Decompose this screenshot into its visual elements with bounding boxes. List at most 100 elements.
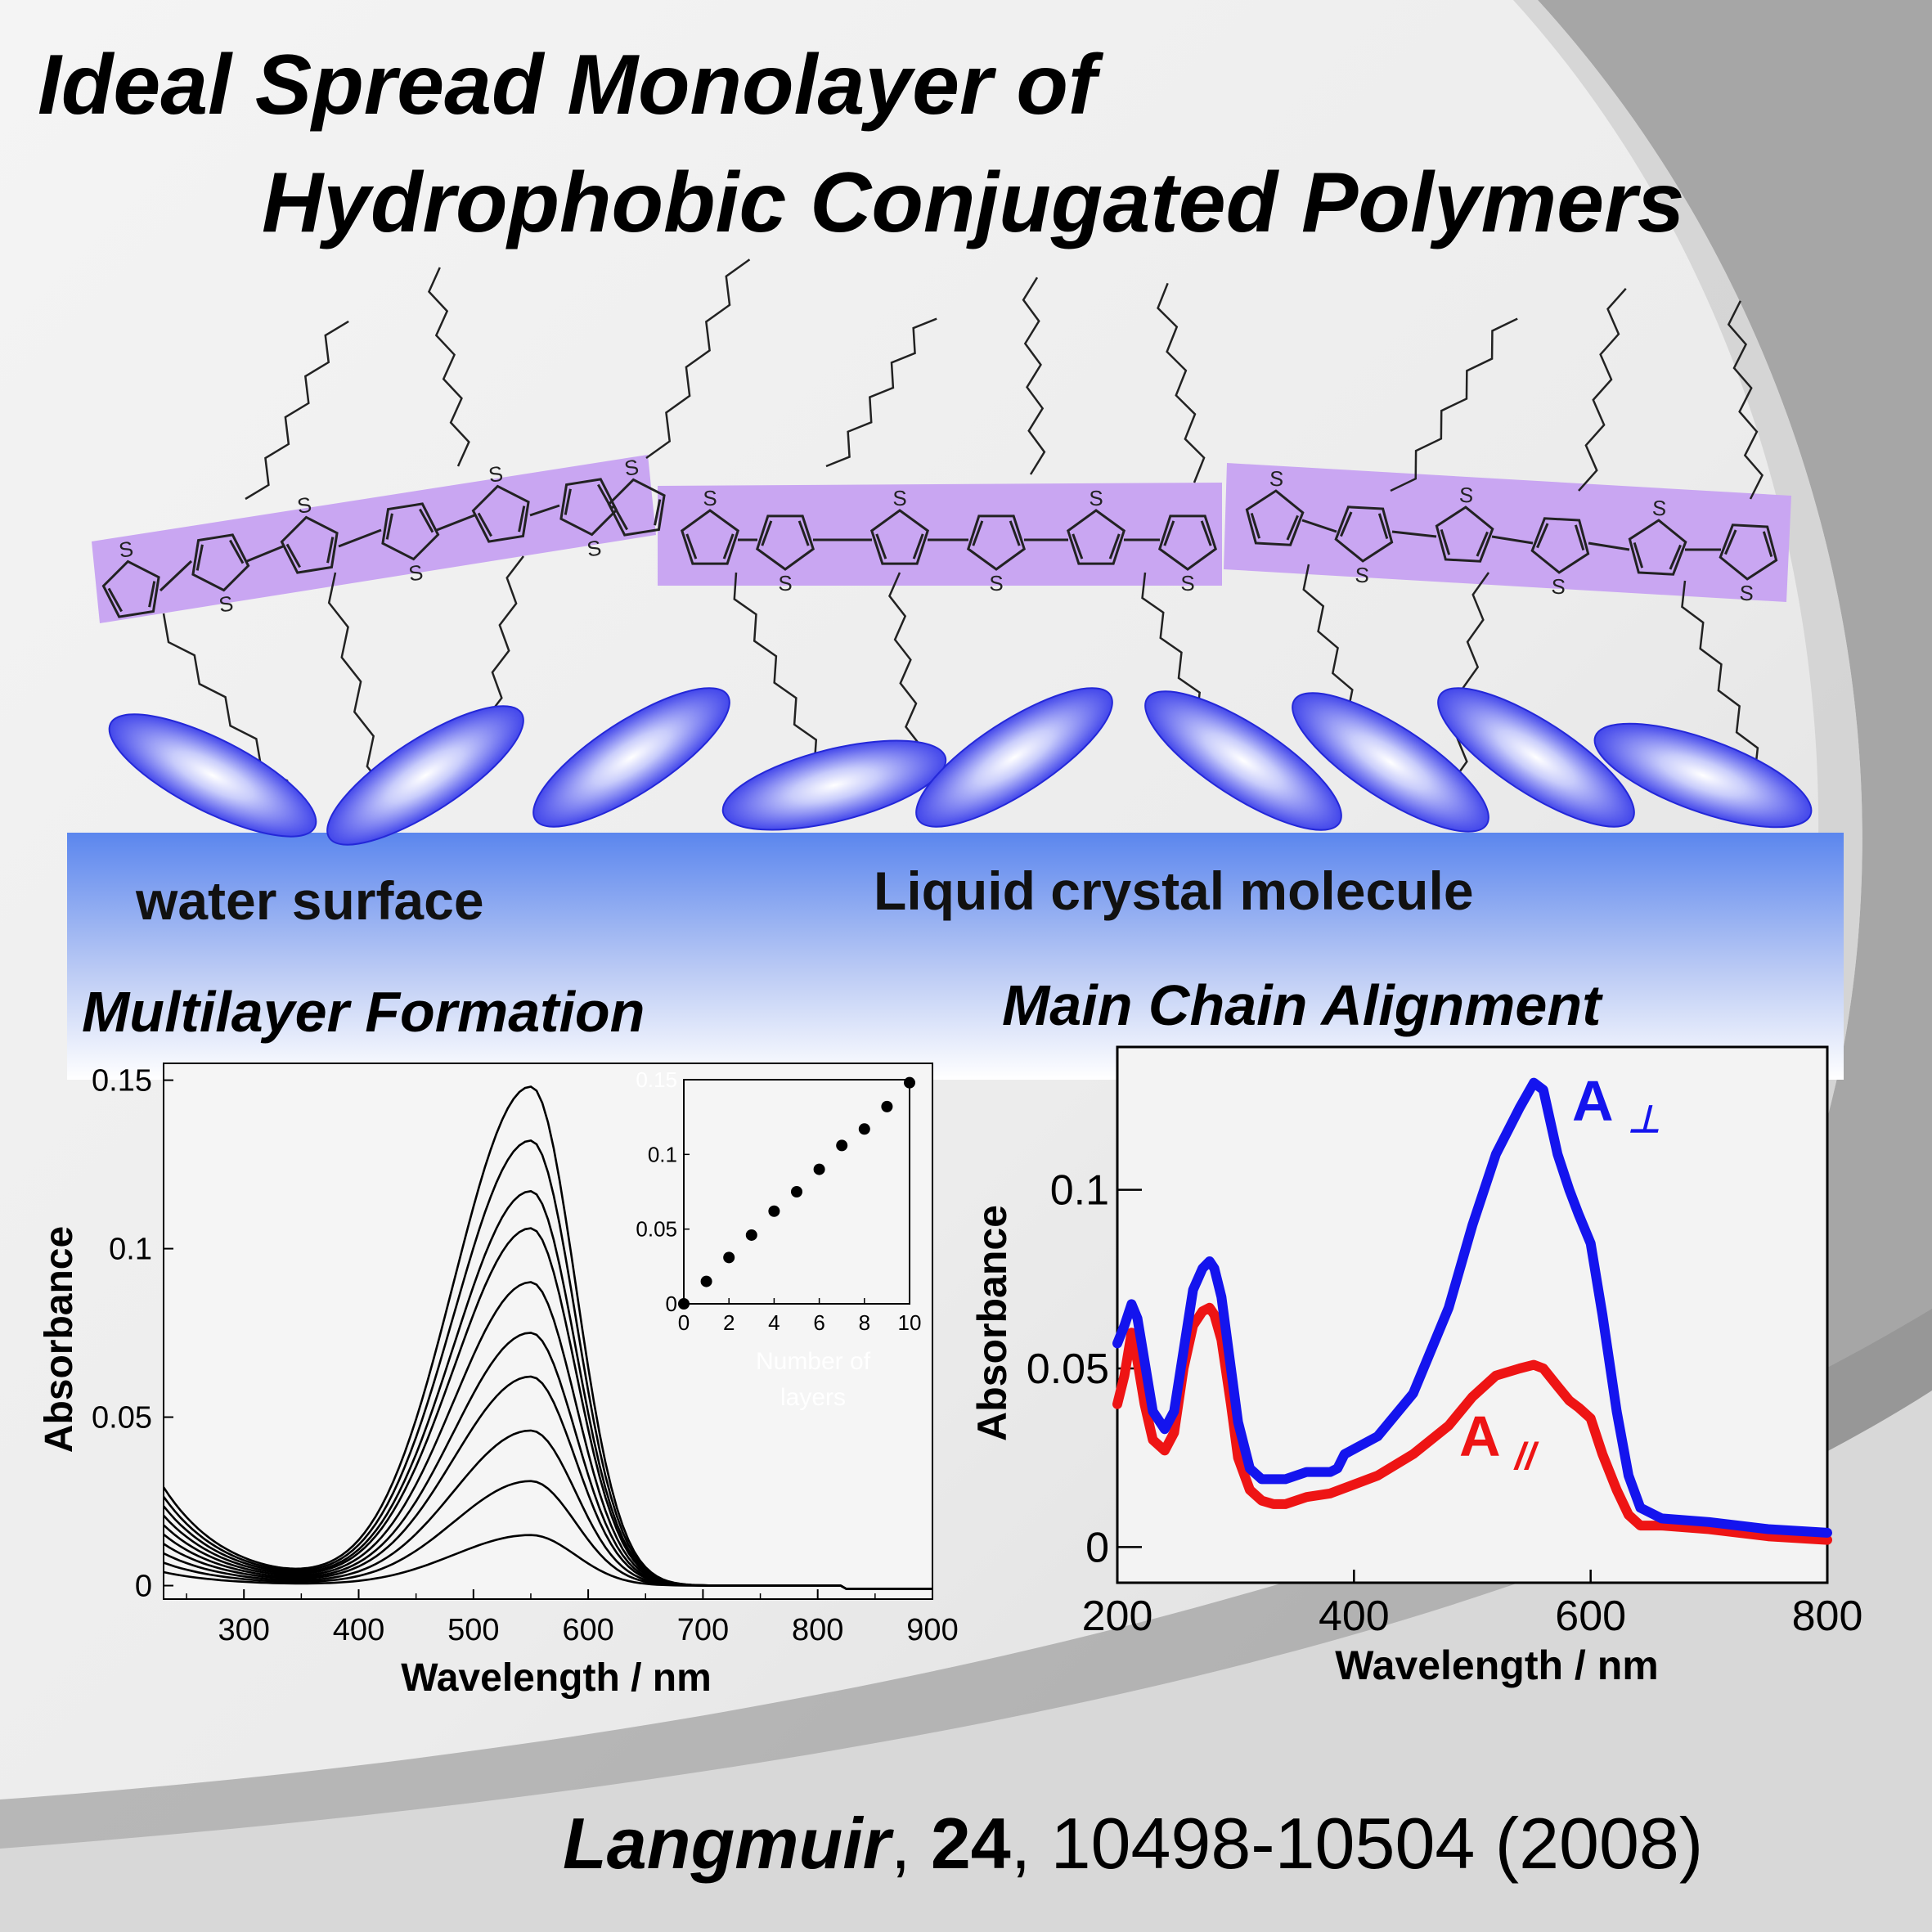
sulfur-label: S	[892, 486, 906, 510]
x-tick-label: 800	[1792, 1593, 1863, 1640]
alkyl-chain	[1578, 288, 1627, 492]
polymer-backbone-band	[1224, 463, 1791, 602]
sulfur-label: S	[407, 559, 425, 586]
thiophene-ring: S	[471, 461, 530, 543]
sulfur-label: S	[1355, 562, 1370, 587]
inset-data-point	[904, 1076, 915, 1089]
inset-y-tick-label: 0.15	[636, 1067, 677, 1092]
ring-bond	[436, 514, 475, 532]
series-label: A	[1572, 1069, 1614, 1133]
thiophene-ring: S	[1628, 496, 1687, 576]
series-label-subscript: //	[1513, 1435, 1539, 1477]
inset-data-point	[813, 1163, 825, 1175]
ring-bond	[1491, 535, 1534, 545]
citation-pages-year: , 10498-10504 (2008)	[1010, 1803, 1704, 1884]
alkyl-chain	[825, 317, 937, 468]
alkyl-chain	[645, 258, 751, 460]
inset-x-axis-label: Number of	[756, 1348, 871, 1375]
ring-bond	[159, 559, 193, 592]
alkyl-chain	[1022, 276, 1046, 475]
inset-x-axis-label: layers	[780, 1384, 846, 1411]
thiophene-ring: S	[680, 486, 740, 565]
sulfur-label: S	[295, 492, 313, 518]
sulfur-label: S	[1180, 571, 1194, 595]
sulfur-label: S	[1551, 573, 1566, 599]
thiophene-ring: S	[191, 533, 250, 618]
water-surface-label: water surface	[136, 870, 484, 931]
liquid-crystal-molecule	[532, 687, 730, 828]
inset-data-point	[768, 1205, 780, 1217]
sulfur-label: S	[778, 571, 792, 595]
spectrum-line	[1112, 1302, 1832, 1545]
thiophene-ring: S	[1719, 523, 1778, 605]
liquid-crystal-molecule	[915, 687, 1113, 828]
title-line-1: Ideal Spread Monolayer of	[38, 38, 1097, 133]
sulfur-label: S	[1739, 580, 1755, 605]
ring-bond	[338, 528, 382, 548]
citation-separator: ,	[890, 1803, 931, 1884]
x-tick-label: 600	[562, 1613, 613, 1647]
x-tick-label: 900	[906, 1613, 958, 1647]
liquid-crystal-molecule	[108, 713, 317, 838]
thiophene-ring: S	[607, 454, 666, 537]
y-tick-label: 0.1	[109, 1233, 152, 1267]
y-axis-label: Absorbance	[969, 1205, 1015, 1441]
y-tick-label: 0.15	[92, 1064, 152, 1099]
ring-bond	[246, 545, 284, 563]
sulfur-label: S	[989, 571, 1003, 595]
citation-journal: Langmuir	[563, 1803, 891, 1884]
x-tick-label: 500	[447, 1613, 499, 1647]
alkyl-chain	[245, 320, 349, 501]
thiophene-ring: S	[1245, 466, 1305, 546]
spectrum-line	[162, 1085, 932, 1590]
sulfur-label: S	[1651, 496, 1667, 521]
inset-x-tick-label: 0	[678, 1310, 690, 1335]
series-label: A	[1459, 1404, 1501, 1468]
series-label-subscript: ⊥	[1628, 1098, 1660, 1140]
title-line-2: Hydrophobic Conjugated Polymers	[262, 155, 1685, 250]
ring-bond	[1391, 530, 1437, 538]
inset-y-tick-label: 0	[666, 1292, 677, 1316]
sulfur-label: S	[117, 536, 135, 562]
liquid-crystal-molecule	[1437, 687, 1635, 828]
thiophene-ring: S	[1066, 486, 1126, 565]
x-tick-label: 300	[218, 1613, 270, 1647]
inset-data-point	[836, 1139, 848, 1152]
liquid-crystal-molecule	[1144, 690, 1342, 831]
inset-data-point	[881, 1100, 893, 1112]
y-tick-label: 0.1	[1050, 1167, 1109, 1215]
sulfur-label: S	[1458, 483, 1474, 508]
inset-y-tick-label: 0.1	[648, 1142, 677, 1166]
x-tick-label: 200	[1082, 1593, 1153, 1640]
ring-bond	[1588, 541, 1630, 551]
y-tick-label: 0	[1085, 1524, 1109, 1571]
main-chain-alignment-title: Main Chain Alignment	[1002, 973, 1602, 1037]
citation: Langmuir, 24, 10498-10504 (2008)	[563, 1808, 1703, 1880]
y-tick-label: 0.05	[92, 1401, 152, 1436]
inset-data-point	[858, 1123, 870, 1135]
thiophene-ring: S	[1530, 517, 1590, 599]
liquid-crystal-molecule	[326, 705, 524, 846]
x-axis-label: Wavelength / nm	[401, 1656, 712, 1700]
inset-data-point	[723, 1251, 735, 1264]
alkyl-chain	[733, 572, 818, 766]
liquid-crystal-molecule	[1593, 722, 1813, 829]
thiophene-ring: S	[101, 536, 160, 618]
ring-bond	[529, 504, 560, 517]
sulfur-label: S	[1089, 486, 1103, 510]
liquid-crystal-label: Liquid crystal molecule	[874, 860, 1474, 921]
alkyl-chain	[1681, 580, 1759, 775]
inset-x-tick-label: 8	[859, 1310, 870, 1335]
thiophene-ring: S	[280, 492, 339, 574]
sulfur-label: S	[487, 461, 505, 487]
alkyl-chain	[1157, 282, 1206, 483]
x-tick-label: 400	[1319, 1593, 1390, 1640]
x-tick-label: 700	[677, 1613, 729, 1647]
alkyl-chain	[1390, 317, 1518, 492]
x-tick-label: 400	[333, 1613, 384, 1647]
inset-x-tick-label: 2	[723, 1310, 735, 1335]
multilayer-formation-title: Multilayer Formation	[82, 980, 645, 1044]
inset-data-point	[678, 1298, 690, 1310]
